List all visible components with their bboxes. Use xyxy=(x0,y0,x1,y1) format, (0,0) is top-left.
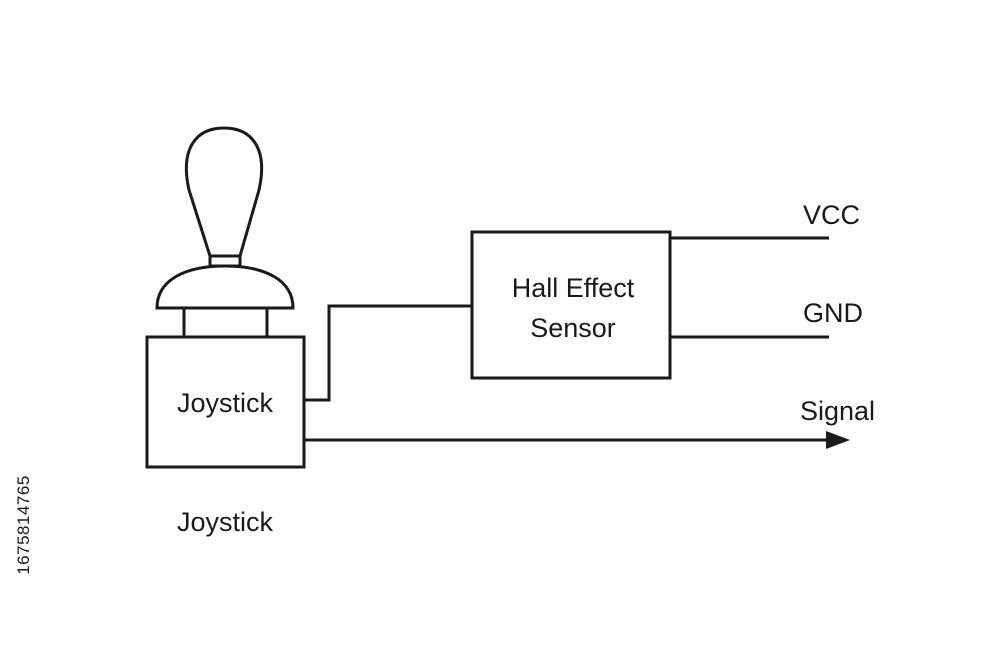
joystick-box xyxy=(145,335,306,469)
signal-label: Signal xyxy=(800,396,875,426)
joystick-dome xyxy=(155,264,295,310)
joystick-box-label: Joystick xyxy=(177,388,274,418)
joystick-to-sensor-wire xyxy=(304,304,472,402)
vcc-label: VCC xyxy=(803,200,860,230)
stock-watermark-id: 1675814765 xyxy=(4,425,44,625)
hall-sensor-label-line1: Hall Effect xyxy=(512,273,635,303)
gnd-label: GND xyxy=(803,298,863,328)
joystick-caption: Joystick xyxy=(177,507,274,537)
hall-effect-sensor-box xyxy=(470,230,672,380)
watermark-id-text: 1675814765 xyxy=(14,475,33,575)
joystick-knob-icon xyxy=(184,126,264,258)
signal-arrow-icon xyxy=(826,431,850,449)
hall-sensor-label-line2: Sensor xyxy=(530,313,616,343)
